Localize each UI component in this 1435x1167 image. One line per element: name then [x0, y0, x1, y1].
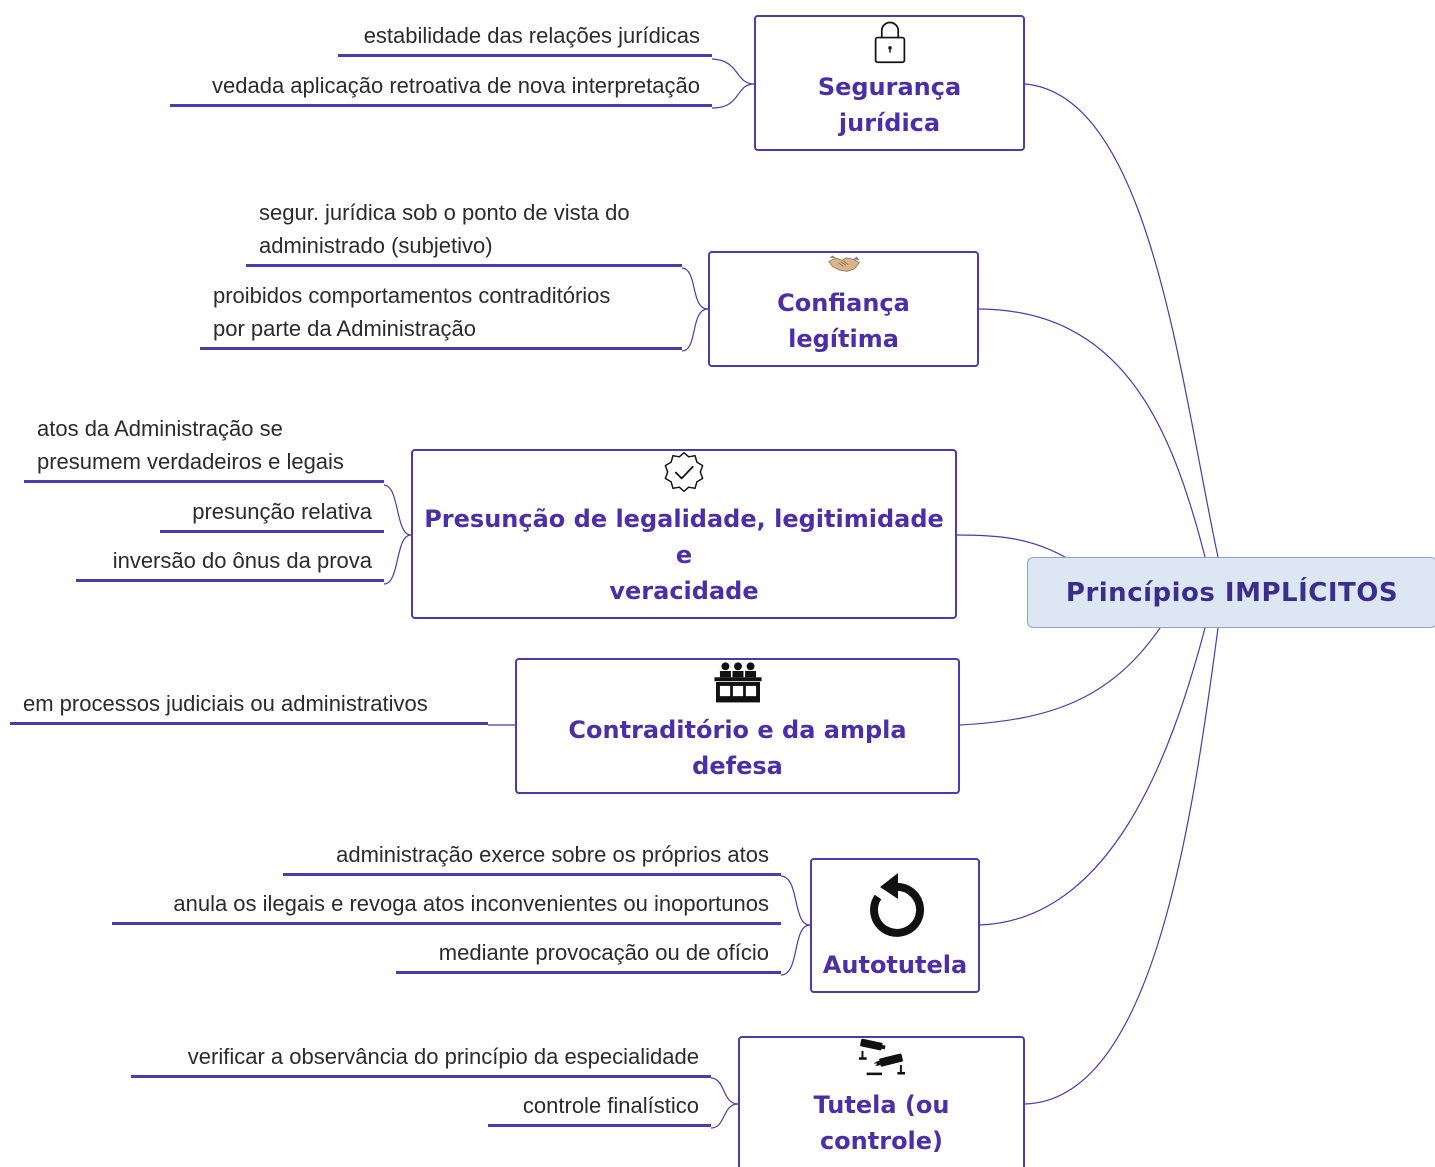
- detail-line: administrado (subjetivo): [259, 233, 493, 258]
- topic-title: Segurança jurídica: [817, 73, 962, 137]
- detail-item: controle finalístico: [488, 1089, 711, 1127]
- root-title: Princípios IMPLÍCITOS: [1065, 577, 1399, 608]
- detail-item: proibidos comportamentos contraditórios …: [200, 279, 682, 350]
- detail-item: mediante provocação ou de ofício: [396, 936, 781, 974]
- padlock-icon: [874, 21, 905, 64]
- detail-item: atos da Administração se presumem verdad…: [24, 412, 384, 483]
- detail-line: presumem verdadeiros e legais: [37, 449, 344, 474]
- detail-item: vedada aplicação retroativa de nova inte…: [170, 69, 712, 107]
- detail-item: segur. jurídica sob o ponto de vista do …: [246, 196, 682, 267]
- surveillance-cameras-icon: [858, 1038, 905, 1076]
- detail-item: estabilidade das relações jurídicas: [338, 19, 712, 57]
- verified-badge-icon: [664, 452, 704, 492]
- topic-confianca-legitima[interactable]: Confiança legítima: [708, 251, 979, 367]
- detail-item: presunção relativa: [160, 495, 384, 533]
- topic-contraditorio-ampla-defesa[interactable]: Contraditório e da ampla defesa: [515, 658, 960, 794]
- tribunal-icon: [713, 662, 762, 703]
- topic-autotutela[interactable]: Autotutela: [810, 858, 980, 993]
- topic-seguranca-juridica[interactable]: Segurança jurídica: [754, 15, 1025, 151]
- topic-presuncao-legalidade[interactable]: Presunção de legalidade, legitimidade e …: [411, 449, 957, 619]
- title-line: veracidade: [609, 577, 759, 605]
- undo-arrow-icon: [870, 873, 925, 937]
- detail-item: em processos judiciais ou administrativo…: [10, 687, 488, 725]
- detail-line: proibidos comportamentos contraditórios: [213, 283, 611, 308]
- topic-title: Contraditório e da ampla defesa: [568, 716, 907, 780]
- detail-item: inversão do ônus da prova: [76, 544, 384, 582]
- detail-line: por parte da Administração: [213, 316, 476, 341]
- title-line: Presunção de legalidade, legitimidade e: [424, 505, 944, 569]
- detail-line: atos da Administração se: [37, 416, 283, 441]
- handshake-icon: [827, 255, 860, 272]
- topic-title: Presunção de legalidade, legitimidade e …: [423, 501, 945, 609]
- detail-item: anula os ilegais e revoga atos inconveni…: [112, 887, 781, 925]
- topic-title: Autotutela: [822, 951, 968, 979]
- topic-tutela-controle[interactable]: Tutela (ou controle): [738, 1036, 1025, 1167]
- detail-item: verificar a observância do princípio da …: [131, 1040, 711, 1078]
- root-topic[interactable]: Princípios IMPLÍCITOS: [1027, 557, 1435, 628]
- detail-item: administração exerce sobre os próprios a…: [283, 838, 781, 876]
- topic-title: Confiança legítima: [777, 289, 910, 353]
- detail-line: segur. jurídica sob o ponto de vista do: [259, 200, 630, 225]
- topic-title: Tutela (ou controle): [813, 1091, 950, 1155]
